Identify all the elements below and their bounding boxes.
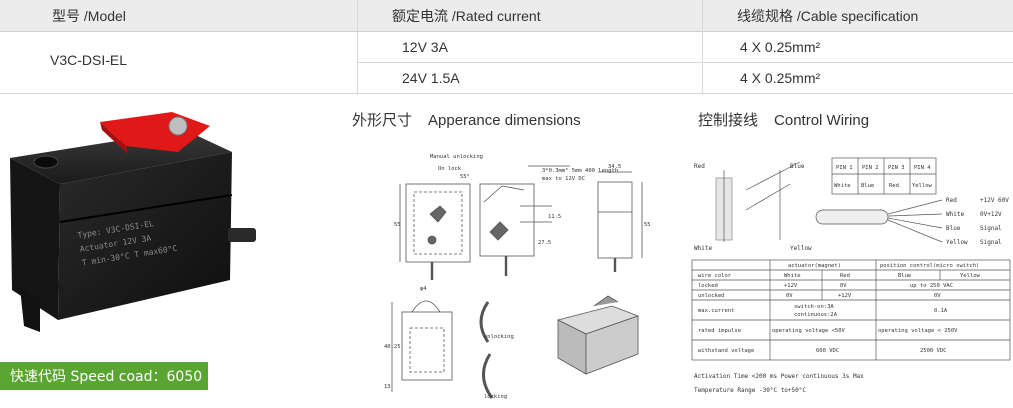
dim-label: 40.25 bbox=[384, 344, 401, 350]
row-label: max.current bbox=[698, 308, 734, 314]
group-header: actuator(magnet) bbox=[788, 263, 841, 269]
pin-color: Yellow bbox=[912, 183, 933, 189]
dim-label: Manual unlocking bbox=[430, 154, 483, 160]
speed-code-label: 快速代码 Speed coad：6050 bbox=[10, 369, 203, 385]
dim-label: 27.5 bbox=[538, 240, 551, 246]
model-cell: V3C-DSI-EL bbox=[50, 52, 128, 68]
table-cell: continuous:2A bbox=[794, 312, 838, 318]
wire-signal: Signal bbox=[980, 225, 1002, 232]
front-view bbox=[405, 183, 471, 263]
dimension-drawing: Manual unlocking On lock 55° 3*0.3mm² 5m… bbox=[384, 154, 651, 400]
wiring-title-cn: 控制接线 bbox=[698, 111, 759, 129]
current-cell: 24V 1.5A bbox=[402, 70, 460, 86]
dim-label: 11.5 bbox=[548, 214, 561, 220]
table-divider bbox=[357, 62, 1013, 63]
wire-color: White bbox=[946, 211, 964, 218]
pin-color: Blue bbox=[861, 183, 874, 189]
product-photo: Type: V3C-DSI-EL Actuator 12V 3A T min-3… bbox=[10, 112, 256, 332]
table-cell: 2500 VDC bbox=[920, 348, 947, 354]
cable-cell: 4 X 0.25mm² bbox=[740, 70, 821, 86]
row-label: wire color bbox=[698, 273, 732, 279]
wiring-footer: Temperature Range -30°C to+50°C bbox=[694, 387, 806, 394]
row-label: locked bbox=[698, 283, 718, 289]
pin-label: PIN 4 bbox=[914, 165, 931, 171]
dim-label: max to 12V DC bbox=[542, 176, 585, 182]
dim-label: φ4 bbox=[420, 286, 427, 292]
dim-label: 3*0.3mm² 5mm 400 length bbox=[542, 167, 618, 174]
bottom-view bbox=[401, 311, 453, 381]
group-header: position control(micro switch) bbox=[880, 263, 979, 269]
table-divider bbox=[357, 0, 358, 94]
table-cell: 0.1A bbox=[934, 308, 948, 314]
pin-label: PIN 1 bbox=[836, 165, 853, 171]
table-cell: 0V bbox=[786, 293, 793, 299]
table-cell: Yellow bbox=[960, 273, 981, 279]
current-cell: 12V 3A bbox=[402, 39, 448, 55]
row-label: withstand voltage bbox=[698, 348, 754, 354]
dim-label: locking bbox=[484, 394, 507, 400]
pin-label: PIN 3 bbox=[888, 165, 905, 171]
wire-signal: +12V 60V bbox=[980, 197, 1009, 204]
table-cell: switch-on:3A bbox=[794, 304, 834, 310]
dim-label: On lock bbox=[438, 166, 462, 172]
pin-table: PIN 1 PIN 2 PIN 3 PIN 4 White Blue Red Y… bbox=[831, 157, 937, 195]
wire-color: Yellow bbox=[946, 239, 968, 246]
wire-signal: Signal bbox=[980, 239, 1002, 246]
dim-label: 55° bbox=[460, 174, 470, 180]
row-label: rated impulse bbox=[698, 328, 741, 334]
table-cell: +12V bbox=[784, 283, 798, 289]
dim-label: 13 bbox=[384, 384, 391, 390]
table-cell: 600 VDC bbox=[816, 348, 839, 354]
table-cell: up to 250 VAC bbox=[910, 283, 953, 289]
dim-label: unlocking bbox=[484, 334, 514, 340]
wire-label-left: Red bbox=[694, 163, 705, 170]
wiring-footer: Activation Time <200 ms Power continuous… bbox=[694, 373, 864, 380]
header-model: 型号 /Model bbox=[52, 8, 126, 24]
spec-table: 型号 /Model 额定电流 /Rated current 线缆规格 /Cabl… bbox=[0, 0, 1013, 94]
side-view bbox=[479, 183, 535, 257]
table-cell: White bbox=[784, 273, 801, 279]
wire-color: Red bbox=[946, 197, 957, 204]
table-cell: operating voltage <50V bbox=[772, 328, 846, 334]
speed-code-badge: 快速代码 Speed coad：6050 bbox=[0, 362, 208, 390]
table-cell: 0V bbox=[934, 293, 941, 299]
row-label: unlocked bbox=[698, 293, 725, 299]
table-divider bbox=[702, 0, 703, 94]
dimensions-title-en: Apperance dimensions bbox=[428, 112, 581, 129]
header-rated-current: 额定电流 /Rated current bbox=[392, 8, 541, 24]
table-cell: 0V bbox=[840, 283, 847, 289]
spec-table-header: 型号 /Model 额定电流 /Rated current 线缆规格 /Cabl… bbox=[0, 0, 1013, 32]
wiring-spec-table: actuator(magnet) position control(micro … bbox=[691, 259, 1011, 361]
table-cell: Blue bbox=[898, 273, 911, 279]
dimensions-title-cn: 外形尺寸 bbox=[352, 111, 413, 129]
table-divider bbox=[0, 93, 1013, 94]
cable-cell: 4 X 0.25mm² bbox=[740, 39, 821, 55]
dim-label: 34.5 bbox=[608, 164, 621, 170]
pin-color: White bbox=[834, 183, 851, 189]
dim-label: 55 bbox=[394, 222, 401, 228]
table-cell: +12V bbox=[838, 293, 852, 299]
wire-label-left: White bbox=[694, 245, 712, 252]
dim-label: 55 bbox=[644, 222, 651, 228]
table-cell: Red bbox=[840, 273, 850, 279]
table-cell: operating voltage < 250V bbox=[878, 328, 958, 334]
wire-label-left: Yellow bbox=[790, 245, 812, 252]
right-view bbox=[597, 181, 633, 259]
header-cable-spec: 线缆规格 /Cable specification bbox=[737, 8, 919, 24]
wire-label-left: Blue bbox=[790, 163, 805, 170]
wiring-title: 控制接线 Control Wiring bbox=[698, 109, 869, 130]
pin-color: Red bbox=[889, 183, 899, 189]
wiring-diagram: PIN 1 PIN 2 PIN 3 PIN 4 White Blue Red Y… bbox=[691, 157, 1011, 394]
wiring-title-en: Control Wiring bbox=[774, 112, 870, 129]
wire-signal: 0V+12V bbox=[980, 211, 1002, 218]
wire-color: Blue bbox=[946, 225, 961, 232]
pin-label: PIN 2 bbox=[862, 165, 879, 171]
dimensions-title: 外形尺寸 Apperance dimensions bbox=[352, 109, 581, 130]
